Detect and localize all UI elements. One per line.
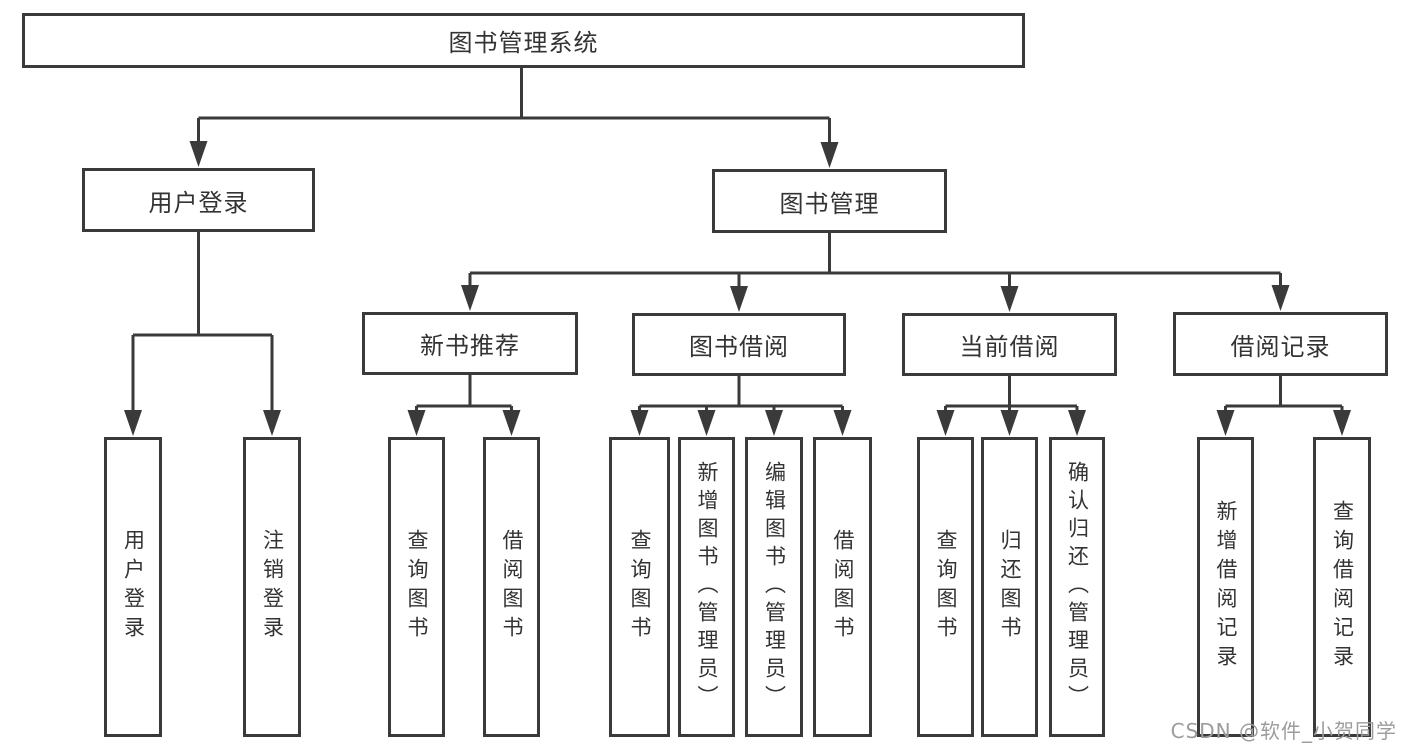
arrow-down-icon xyxy=(407,410,426,436)
connector-userlogin-to-leaves xyxy=(131,232,274,422)
connector-records-to-leaves xyxy=(1224,376,1344,422)
leaf-query-books-borrow: 查询图书 xyxy=(609,437,670,737)
connector-borrow-to-leaves xyxy=(638,376,844,422)
leaf-query-books-current: 查询图书 xyxy=(917,437,974,737)
leaf-user-login: 用户登录 xyxy=(104,437,162,737)
arrow-down-icon xyxy=(936,410,955,436)
leaf-logout: 注销登录 xyxy=(243,437,301,737)
leaf-add-books-admin: 新增图书（管理员） xyxy=(678,437,735,737)
node-borrowing-records: 借阅记录 xyxy=(1173,312,1388,376)
node-book-management-module: 图书管理 xyxy=(712,169,947,233)
arrow-down-icon xyxy=(730,286,748,312)
arrow-down-icon xyxy=(1333,410,1351,436)
arrow-down-icon xyxy=(833,410,852,436)
node-user-login-module: 用户登录 xyxy=(82,168,315,232)
node-library-management-system: 图书管理系统 xyxy=(22,13,1025,68)
arrow-down-icon xyxy=(1271,285,1290,311)
arrow-down-icon xyxy=(1000,286,1019,312)
arrow-down-icon xyxy=(1068,410,1086,436)
leaf-return-books: 归还图书 xyxy=(981,437,1038,737)
arrow-down-icon xyxy=(630,410,649,436)
arrow-down-icon xyxy=(765,410,783,436)
connector-bookmgmt-to-level3 xyxy=(468,233,1282,298)
node-current-borrowing: 当前借阅 xyxy=(902,313,1117,376)
node-new-book-recommendation: 新书推荐 xyxy=(362,312,578,375)
arrow-down-icon xyxy=(1000,410,1019,436)
csdn-watermark: CSDN @软件_小贺同学 xyxy=(1170,719,1397,743)
leaf-add-borrow-record: 新增借阅记录 xyxy=(1197,437,1254,737)
node-book-borrowing: 图书借阅 xyxy=(632,313,846,376)
arrow-down-icon xyxy=(263,410,281,436)
leaf-borrow-books-recommend: 借阅图书 xyxy=(483,437,540,737)
leaf-confirm-return-admin: 确认归还（管理员） xyxy=(1049,437,1105,737)
leaf-query-books-recommend: 查询图书 xyxy=(388,437,445,737)
arrow-down-icon xyxy=(461,285,479,311)
leaf-query-borrow-record: 查询借阅记录 xyxy=(1313,437,1371,737)
connector-newbook-to-leaves xyxy=(415,375,513,422)
leaf-edit-books-admin: 编辑图书（管理员） xyxy=(745,437,803,737)
arrow-down-icon xyxy=(502,410,521,436)
arrow-down-icon xyxy=(820,142,839,168)
leaf-borrow-books: 借阅图书 xyxy=(813,437,872,737)
arrowheads xyxy=(124,141,1351,436)
arrow-down-icon xyxy=(124,410,142,436)
arrow-down-icon xyxy=(189,141,208,167)
arrow-down-icon xyxy=(1216,410,1235,436)
arrow-down-icon xyxy=(697,410,716,436)
connector-root-to-level2 xyxy=(197,68,831,153)
